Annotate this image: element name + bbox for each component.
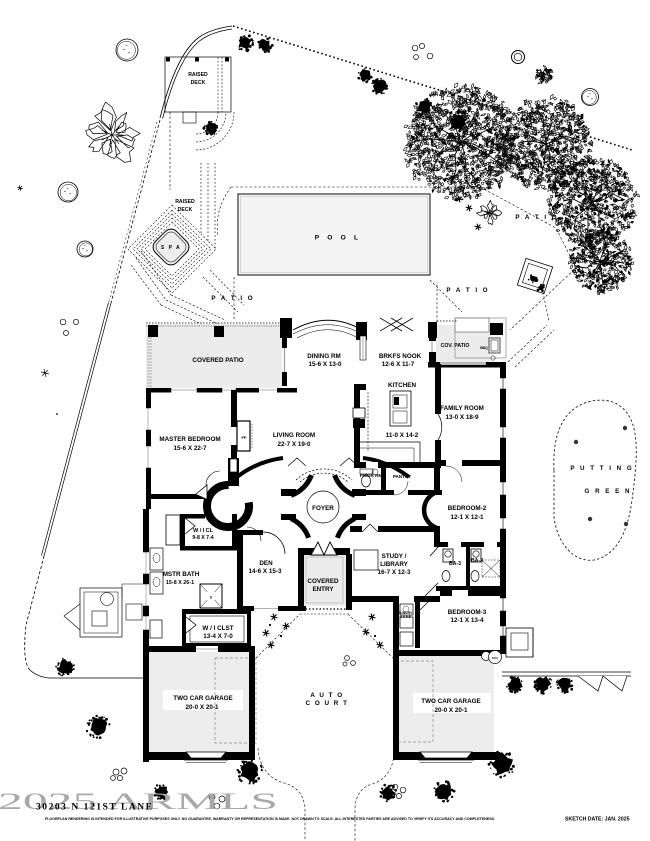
svg-text:RAISED: RAISED: [188, 72, 208, 78]
svg-text:BBQ: BBQ: [492, 656, 499, 660]
svg-text:C O U R T: C O U R T: [306, 700, 349, 707]
svg-text:P A T I O: P A T I O: [211, 295, 254, 302]
svg-text:STUDY /: STUDY /: [382, 553, 407, 560]
svg-text:20-0 X 20-1: 20-0 X 20-1: [186, 704, 219, 711]
svg-text:12-6 X 11-7: 12-6 X 11-7: [382, 361, 415, 368]
svg-text:W / I CLST: W / I CLST: [202, 625, 233, 632]
svg-text:FOYER: FOYER: [312, 505, 334, 512]
svg-text:12-1 X 12-1: 12-1 X 12-1: [451, 514, 484, 521]
svg-text:B: B: [210, 595, 213, 600]
svg-text:15-6 X 13-0: 15-6 X 13-0: [309, 361, 342, 368]
svg-text:11-0 X 14-2: 11-0 X 14-2: [386, 432, 419, 439]
svg-text:30203 N 121ST LANE: 30203 N 121ST LANE: [36, 803, 152, 813]
svg-text:P O O L: P O O L: [315, 235, 361, 242]
svg-text:FP: FP: [241, 435, 246, 440]
svg-text:9-8 X 7-4: 9-8 X 7-4: [192, 535, 213, 541]
svg-text:PANTRY: PANTRY: [393, 474, 411, 479]
svg-text:2025 ARMLS: 2025 ARMLS: [0, 789, 278, 814]
svg-text:5-8 X 9-5: 5-8 X 9-5: [397, 615, 410, 619]
svg-text:BA-2: BA-2: [471, 558, 483, 564]
svg-text:ENTRY: ENTRY: [312, 586, 334, 593]
svg-text:BRKFS NOOK: BRKFS NOOK: [379, 353, 422, 360]
svg-text:LIVING ROOM: LIVING ROOM: [273, 432, 315, 439]
svg-text:BEDROOM-3: BEDROOM-3: [448, 609, 487, 616]
svg-text:22-7 X 19-0: 22-7 X 19-0: [278, 441, 311, 448]
svg-text:P A T I O: P A T I O: [515, 214, 558, 221]
svg-text:COVERED: COVERED: [307, 578, 339, 585]
svg-text:MASTER BEDROOM: MASTER BEDROOM: [159, 436, 220, 443]
svg-text:DEN: DEN: [259, 560, 273, 567]
svg-text:A U T O: A U T O: [310, 692, 343, 699]
svg-text:LAUNDRY: LAUNDRY: [396, 611, 413, 615]
svg-text:MSTR BATH: MSTR BATH: [163, 571, 200, 578]
svg-text:P U T T I N G: P U T T I N G: [570, 465, 633, 472]
svg-text:TWO CAR GARAGE: TWO CAR GARAGE: [173, 695, 232, 702]
svg-text:S P A: S P A: [161, 245, 181, 251]
svg-text:COV. PATIO: COV. PATIO: [441, 343, 470, 349]
svg-text:13-4 X 7-0: 13-4 X 7-0: [203, 633, 233, 640]
svg-text:G R E E N: G R E E N: [585, 488, 632, 495]
svg-text:DECK: DECK: [178, 207, 193, 213]
svg-text:LIBRARY: LIBRARY: [380, 561, 409, 568]
svg-text:12-1 X 13-4: 12-1 X 13-4: [451, 617, 484, 624]
svg-text:BA-3: BA-3: [449, 561, 461, 567]
svg-text:13-0 X 18-9: 13-0 X 18-9: [446, 414, 479, 421]
svg-text:W / I CL: W / I CL: [193, 528, 213, 534]
svg-text:16-7 X 12-3: 16-7 X 12-3: [378, 569, 411, 576]
svg-text:FLOORPLAN RENDERING IS INTENDE: FLOORPLAN RENDERING IS INTENDED FOR ILLU…: [45, 817, 495, 821]
svg-text:14-6 X 15-3: 14-6 X 15-3: [249, 568, 282, 575]
svg-text:RAISED: RAISED: [175, 199, 195, 205]
svg-text:KITCHEN: KITCHEN: [388, 382, 416, 389]
svg-text:15-6 X 22-7: 15-6 X 22-7: [174, 445, 207, 452]
svg-text:DECK: DECK: [191, 80, 206, 86]
svg-text:COVERED PATIO: COVERED PATIO: [192, 357, 243, 364]
svg-text:TWO CAR GARAGE: TWO CAR GARAGE: [421, 698, 480, 705]
svg-text:PWDR RM: PWDR RM: [360, 473, 383, 478]
svg-text:FAMILY ROOM: FAMILY ROOM: [440, 405, 484, 412]
svg-text:DINING RM: DINING RM: [307, 353, 341, 360]
svg-text:P A T I O: P A T I O: [446, 287, 489, 294]
svg-text:15-8 X 26-1: 15-8 X 26-1: [166, 580, 194, 586]
svg-text:SKETCH DATE: JAN. 2025: SKETCH DATE: JAN. 2025: [565, 817, 630, 823]
svg-text:20-0 X 20-1: 20-0 X 20-1: [435, 707, 468, 714]
svg-text:BEDROOM-2: BEDROOM-2: [448, 505, 487, 512]
svg-text:BBQ: BBQ: [480, 346, 488, 350]
